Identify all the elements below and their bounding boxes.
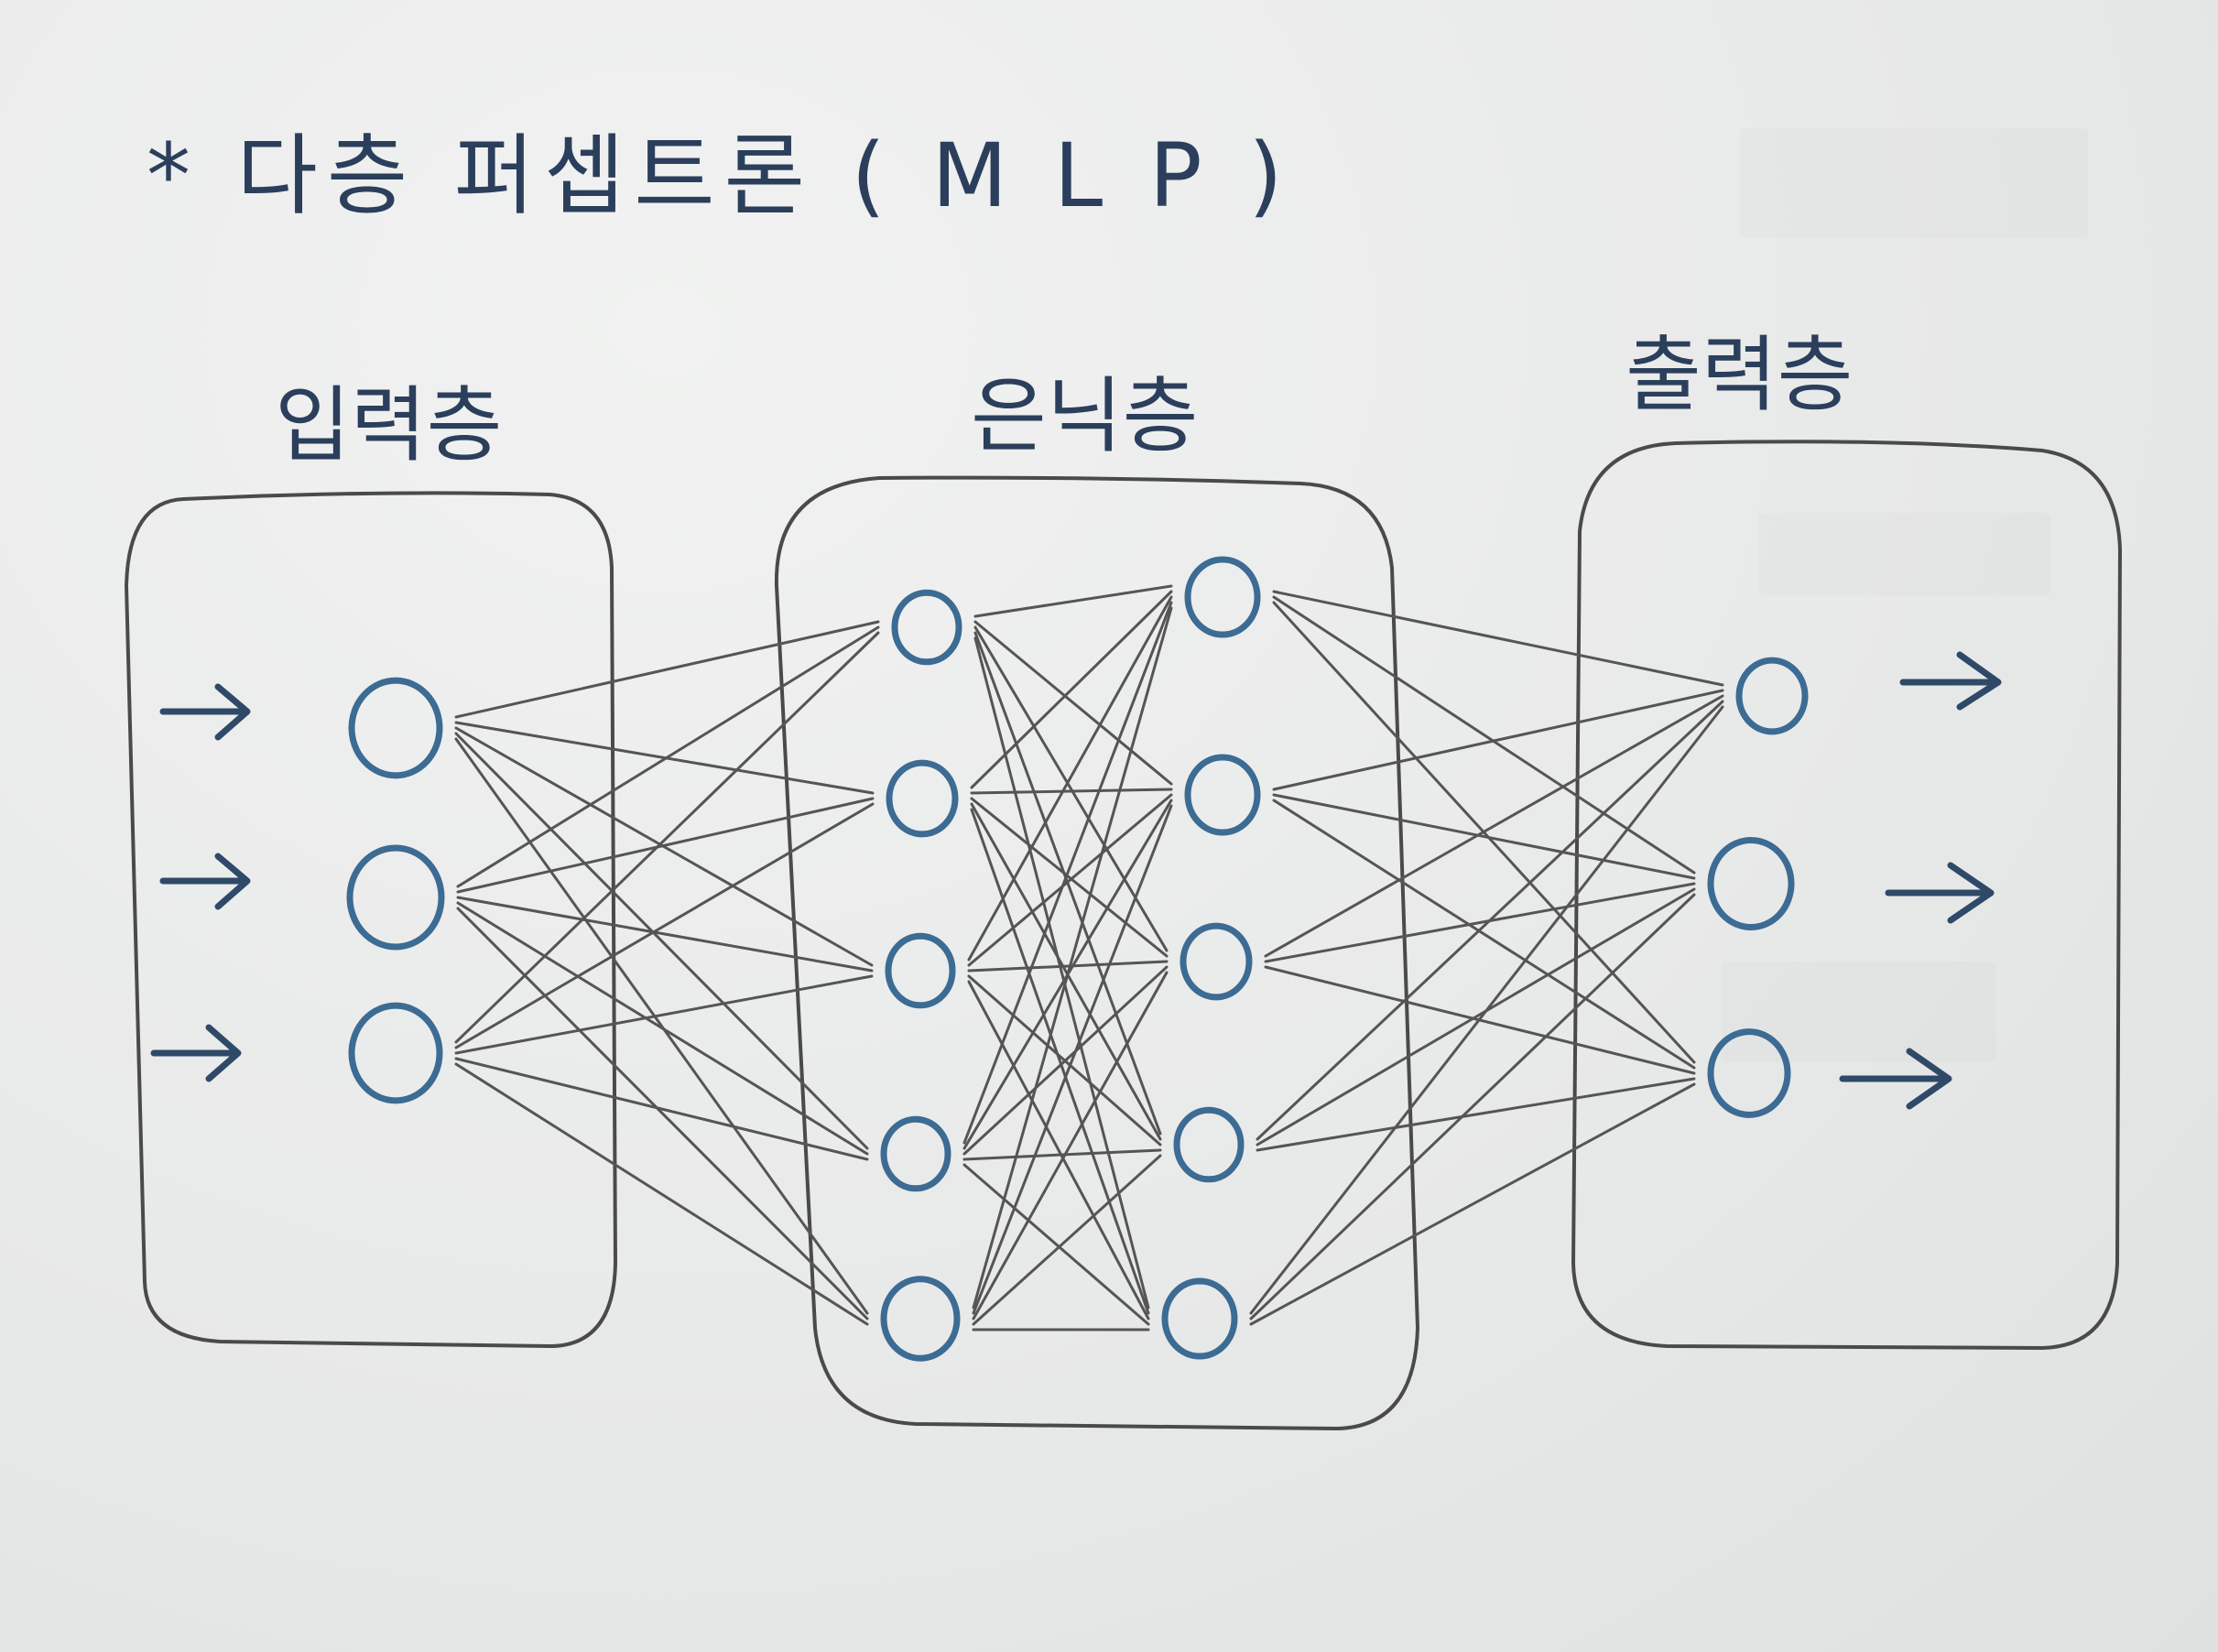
connection-line <box>1272 793 1696 880</box>
connection-line <box>970 788 1173 795</box>
connection-line <box>967 980 1150 1321</box>
input-node <box>346 844 445 951</box>
hidden1-node <box>885 932 956 1009</box>
nodes <box>346 556 1809 1362</box>
connection-line <box>970 797 1169 958</box>
input-node <box>348 1002 443 1104</box>
connection-line <box>456 797 875 894</box>
input-layer-box <box>124 491 618 1349</box>
connection-line <box>972 971 1169 1321</box>
output-node <box>1735 657 1809 735</box>
connection-line <box>454 737 869 1315</box>
hidden2-node <box>1173 1106 1245 1183</box>
connection-line <box>454 732 869 1150</box>
connection-line <box>962 601 1173 1145</box>
connection-line <box>1272 595 1696 875</box>
connection-line <box>970 808 1150 1315</box>
output-layer-box <box>1571 440 2123 1351</box>
hidden1-node <box>880 1115 951 1192</box>
hidden1-node <box>891 589 962 666</box>
hidden2-node <box>1184 556 1261 638</box>
connection-line <box>962 1163 1150 1326</box>
connection-line <box>1272 799 1696 1070</box>
hidden2-node <box>1184 754 1261 836</box>
connection-line <box>973 584 1173 618</box>
input-arrow-icon <box>159 683 251 741</box>
connection-line <box>456 625 880 888</box>
connection-line <box>456 896 874 973</box>
hidden-layer-box <box>774 475 1420 1431</box>
connection-line <box>454 620 880 719</box>
input-layer-label: 입력층 <box>275 377 502 473</box>
input-node <box>348 677 443 779</box>
connection-line <box>456 907 869 1321</box>
connection-line <box>967 960 1169 973</box>
connection-line <box>973 620 1173 786</box>
output-node <box>1707 1028 1791 1118</box>
connection-line <box>970 802 1162 1141</box>
hidden2-node <box>1161 1277 1238 1360</box>
connection-line <box>973 636 1150 1310</box>
connection-line <box>970 590 1173 789</box>
connection-line <box>454 1062 869 1326</box>
connection-line <box>1264 694 1724 958</box>
connection-line <box>972 804 1173 1315</box>
connection-line <box>967 595 1173 962</box>
connection-line <box>1256 887 1696 1147</box>
input-arrow-icon <box>150 1024 242 1082</box>
connection-line <box>962 965 1169 1156</box>
input-arrow-icon <box>159 853 251 910</box>
output-layer-label: 출력층 <box>1625 327 1853 423</box>
hidden2-node <box>1180 922 1253 1001</box>
connection-line <box>967 793 1173 967</box>
bleed-through-mark <box>1758 513 2051 595</box>
bleed-through-mark <box>1722 962 1996 1062</box>
bleed-through-mark <box>1740 128 2088 238</box>
connections <box>454 584 1724 1331</box>
connection-line <box>456 901 869 1156</box>
hidden1-node <box>886 759 959 838</box>
connection-line <box>454 802 875 1049</box>
hidden1-node <box>880 1276 961 1362</box>
hidden-layer-label: 은닉층 <box>971 368 1198 464</box>
connection-line <box>1256 700 1724 1141</box>
output-node <box>1707 836 1795 931</box>
connection-line <box>1264 882 1696 963</box>
connection-line <box>1272 590 1724 687</box>
connection-line <box>454 1057 869 1161</box>
connection-line <box>1256 1077 1696 1152</box>
connection-line <box>1249 705 1724 1315</box>
connection-line <box>962 1148 1162 1161</box>
connection-line <box>1249 893 1696 1321</box>
output-arrow-icon <box>1899 651 2002 711</box>
connection-line <box>972 1154 1162 1326</box>
output-arrow-icon <box>1885 862 1995 924</box>
connection-line <box>454 631 880 1044</box>
diagram-title: * 다층 퍼셉트론 ( M L P ) <box>147 125 1292 227</box>
connection-line <box>454 974 874 1055</box>
connection-line <box>972 606 1173 1310</box>
connection-line <box>1249 1082 1696 1326</box>
connection-line <box>1272 689 1724 791</box>
output-arrow-icon <box>1839 1048 1952 1110</box>
